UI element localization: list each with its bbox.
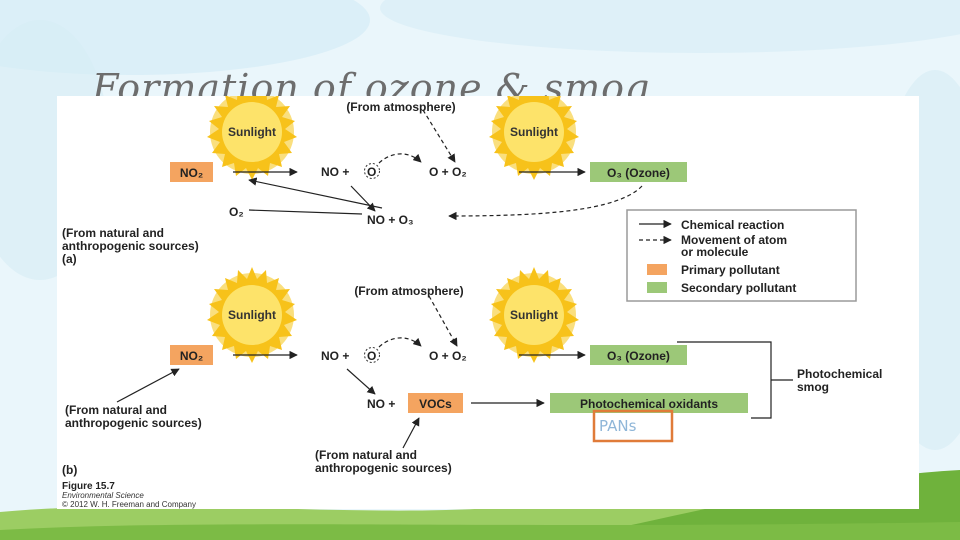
figure-book: Environmental Science [62, 491, 144, 500]
no-plus-label: NO + [367, 397, 395, 411]
sun-icon: Sunlight [489, 96, 579, 180]
sun-icon: Sunlight [207, 267, 297, 363]
sources-label: anthropogenic sources) [65, 416, 202, 430]
legend-movement: Movement of atom [681, 233, 787, 247]
sources-label: anthropogenic sources) [315, 461, 452, 475]
oxidants-box [550, 393, 748, 413]
o-plus-o2-label: O + O₂ [429, 165, 467, 179]
reaction-arrow [248, 177, 383, 209]
pans-label: PANs [599, 417, 637, 435]
sun-icon: Sunlight [207, 96, 297, 180]
legend-movement: or molecule [681, 245, 749, 259]
sun-icon: Sunlight [489, 267, 579, 363]
vocs-box [408, 393, 463, 413]
legend-primary: Primary pollutant [681, 263, 780, 277]
reaction-arrow [402, 417, 420, 449]
ozone-label: O₃ (Ozone) [607, 349, 670, 363]
no-plus-label: NO + [321, 165, 349, 179]
ozone-box [590, 162, 687, 182]
from-atmosphere-label: (From atmosphere) [354, 284, 463, 298]
sources-label: (From natural and [315, 448, 417, 462]
o2-label: O₂ [229, 205, 244, 219]
no2-label: NO₂ [180, 349, 203, 363]
sunlight-label: Sunlight [228, 308, 276, 322]
o-atom-circle [364, 347, 380, 363]
smog-bracket [677, 341, 793, 419]
sunlight-label: Sunlight [228, 125, 276, 139]
legend-secondary-swatch [647, 282, 667, 293]
no2-box [170, 162, 213, 182]
figure-copyright: © 2012 W. H. Freeman and Company [62, 500, 196, 509]
figure-panel: Sunlight Sunlight (From atmosphere) NO₂ … [57, 96, 919, 509]
reaction-arrow [350, 185, 376, 212]
legend-primary-swatch [647, 264, 667, 275]
reaction-line [248, 209, 363, 215]
movement-arrow [378, 337, 422, 348]
o-atom-label: O [367, 349, 376, 363]
movement-arrow [428, 295, 458, 347]
movement-arrow [448, 185, 643, 221]
o-plus-o2-label: O + O₂ [429, 349, 467, 363]
o-atom-circle [364, 163, 380, 179]
no-plus-label: NO + [321, 349, 349, 363]
no2-box [170, 345, 213, 365]
oxidants-label: Photochemical oxidants [580, 397, 718, 411]
from-atmosphere-label: (From atmosphere) [346, 100, 455, 114]
panel-b-label: (b) [62, 463, 77, 477]
movement-arrow [422, 109, 456, 163]
reaction-arrow [116, 368, 180, 403]
figure-caption: Figure 15.7 [62, 481, 115, 492]
o-atom-label: O [367, 165, 376, 179]
ozone-label: O₃ (Ozone) [607, 166, 670, 180]
sunlight-label: Sunlight [510, 308, 558, 322]
sources-label: (From natural and [62, 226, 164, 240]
panel-b-arrows [116, 295, 586, 449]
movement-arrow [378, 153, 422, 164]
sources-label: anthropogenic sources) [62, 239, 199, 253]
legend-secondary: Secondary pollutant [681, 281, 796, 295]
legend: Chemical reaction Movement of atom or mo… [626, 209, 857, 302]
reaction-arrow [346, 368, 376, 395]
ozone-smog-diagram: Sunlight Sunlight (From atmosphere) NO₂ … [62, 96, 882, 509]
sources-label: (From natural and [65, 403, 167, 417]
smog-label: Photochemical [797, 367, 882, 381]
sunlight-label: Sunlight [510, 125, 558, 139]
no2-label: NO₂ [180, 166, 203, 180]
no-plus-o3-label: NO + O₃ [367, 213, 414, 227]
pans-box [592, 409, 674, 443]
smog-label: smog [797, 380, 829, 394]
panel-a-arrows [233, 109, 643, 221]
vocs-label: VOCs [419, 397, 452, 411]
legend-chemical-reaction: Chemical reaction [681, 218, 784, 232]
ozone-box [590, 345, 687, 365]
panel-a-label: (a) [62, 252, 77, 266]
